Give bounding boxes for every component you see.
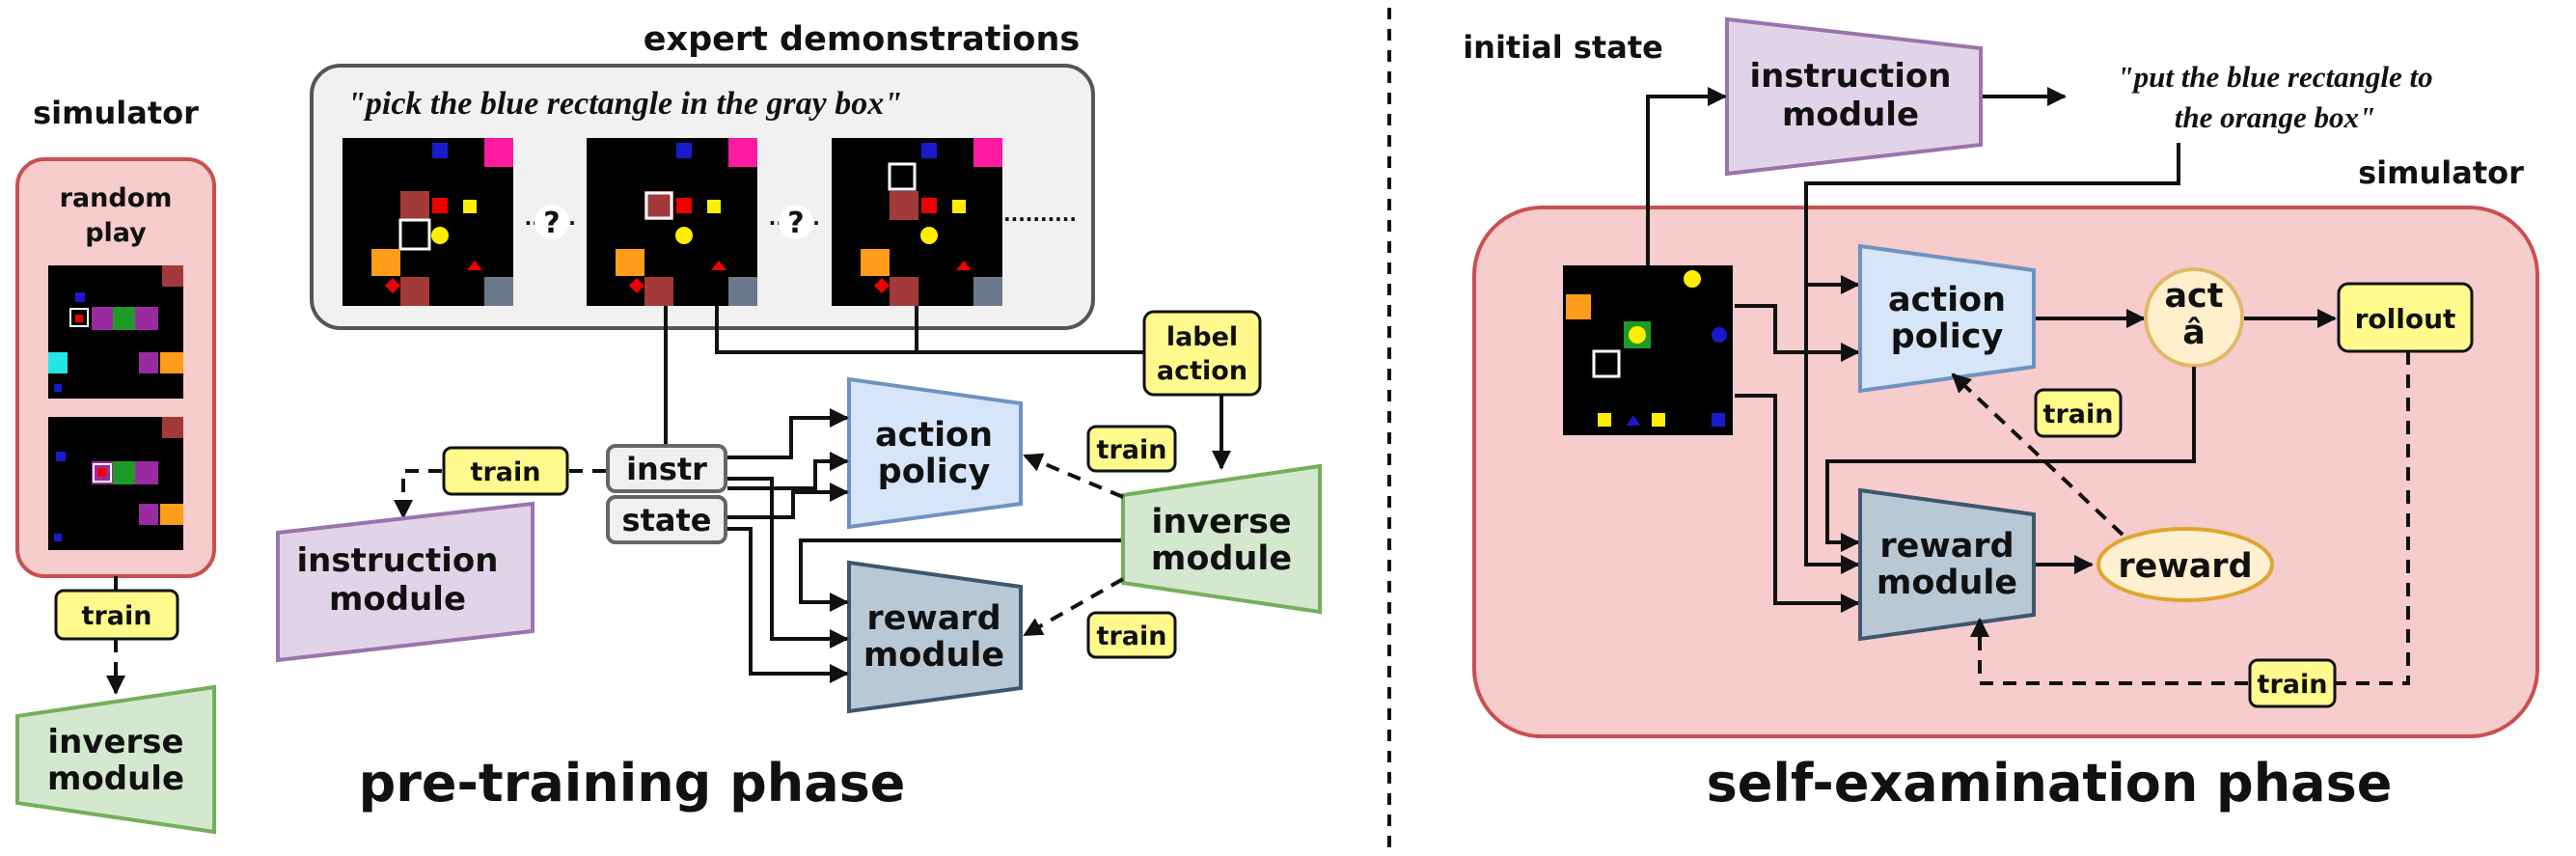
demo-frame-1 [343, 138, 513, 306]
simulator-box-right [1472, 206, 2539, 738]
reward-module-right [1858, 487, 2036, 642]
instruction-module-left-label-1: instruction [297, 541, 499, 580]
action-policy-right-label-1: action [1888, 281, 2006, 319]
rollout-label: rollout [2355, 303, 2456, 335]
inverse-module-middle [1121, 463, 1322, 615]
train-tag-action-left-label: train [1097, 435, 1167, 465]
rollout-box [2337, 282, 2474, 353]
inverse-module-middle-label-1: inverse [1151, 503, 1291, 541]
demo-frame-3 [832, 138, 1002, 306]
instruction-module-right-label-2: module [1782, 96, 1919, 134]
instr-box [606, 444, 727, 493]
dots-2b: · [812, 211, 820, 235]
train-tag-action-right-label: train [2043, 400, 2114, 429]
dots-1b: · [568, 211, 576, 235]
random-play-thumbnail-2 [48, 417, 183, 550]
label-action-tag [1142, 310, 1262, 397]
train-tag-reward-right-label: train [2258, 670, 2328, 700]
expert-instruction-text: "pick the blue rectangle in the gray box… [347, 86, 902, 122]
initial-state-frame [1563, 265, 1733, 435]
inverse-module-left-label-2: module [47, 759, 184, 798]
train-tag-simulator-label: train [82, 601, 152, 631]
reward-node-label: reward [2118, 547, 2252, 586]
inverse-module-left [15, 684, 216, 835]
state-box-label: state [622, 502, 712, 538]
random-play-label-2: play [85, 218, 147, 248]
expert-demonstrations-title: expert demonstrations [644, 20, 1080, 59]
train-tag-reward-left-label: train [1097, 621, 1167, 651]
generated-instruction-line-2: the orange box" [2175, 100, 2375, 134]
unknown-action-1: ? [543, 207, 560, 240]
label-action-label-2: action [1157, 356, 1247, 386]
action-policy-left [847, 376, 1023, 530]
reward-module-right-label-1: reward [1879, 527, 2014, 566]
reward-node [2096, 527, 2274, 602]
train-tag-instruction [442, 446, 569, 496]
action-policy-right [1858, 243, 2036, 394]
dots-3: ·········· [1003, 207, 1077, 231]
inverse-module-left-label-1: inverse [47, 723, 183, 761]
train-tag-reward-left [1086, 611, 1177, 659]
reward-module-left-label-1: reward [866, 599, 1000, 638]
demo-frame-2 [587, 138, 757, 306]
instr-box-label: instr [626, 451, 707, 487]
reward-module-right-label-2: module [1877, 564, 2017, 602]
unknown-action-2: ? [787, 207, 804, 240]
train-tag-action-left [1086, 425, 1177, 473]
act-node-label-1: act [2164, 277, 2223, 316]
inverse-module-middle-label-2: module [1151, 539, 1292, 578]
train-tag-instruction-label: train [471, 457, 541, 487]
self-examination-phase-label: self-examination phase [1707, 753, 2393, 814]
reward-module-left-label-2: module [863, 636, 1004, 675]
initial-state-label: initial state [1463, 29, 1663, 66]
generated-instruction-line-1: "put the blue rectangle to [2117, 60, 2432, 94]
act-node-label-2: â [2182, 314, 2206, 352]
instruction-module-right-label-1: instruction [1750, 57, 1952, 96]
state-box [606, 495, 727, 544]
instruction-module-right [1725, 16, 1983, 177]
simulator-title-right: simulator [2358, 154, 2524, 191]
simulator-title-left: simulator [33, 95, 199, 131]
action-policy-right-label-2: policy [1891, 318, 2004, 356]
instruction-module-left [276, 501, 534, 663]
act-node [2144, 267, 2244, 368]
pre-training-phase-label: pre-training phase [359, 753, 906, 814]
random-play-thumbnail-1 [48, 265, 183, 399]
action-policy-left-label-1: action [875, 416, 993, 455]
instruction-module-left-label-2: module [329, 580, 466, 619]
reward-module-left [847, 560, 1023, 714]
action-policy-left-label-2: policy [878, 453, 991, 491]
random-play-label-1: random [60, 183, 173, 213]
train-tag-reward-right [2248, 658, 2337, 708]
label-action-label-1: label [1166, 322, 1238, 352]
train-tag-action-right [2034, 388, 2123, 438]
